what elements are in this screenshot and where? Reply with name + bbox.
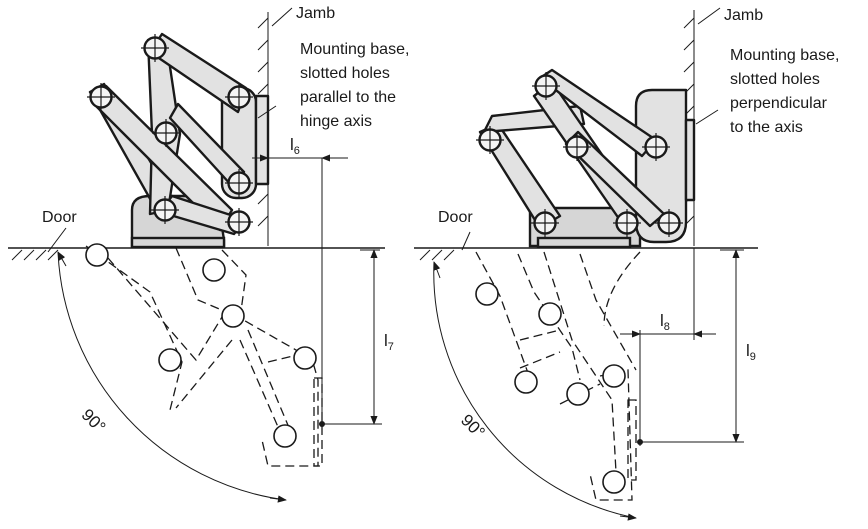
- left-jamb-label: Jamb: [296, 5, 335, 22]
- left-base-label-1: Mounting base,: [300, 41, 409, 58]
- left-base-label-3: parallel to the: [300, 89, 396, 106]
- right-angle-label: 90°: [457, 411, 489, 443]
- right-dim-l9: l9: [637, 249, 756, 445]
- right-dim-l8-index: 8: [664, 321, 670, 333]
- right-hinge-closed: [474, 68, 696, 249]
- left-dim-l6-index: 6: [294, 145, 300, 157]
- left-jamb-leader: [271, 7, 293, 27]
- left-base-leader: [257, 105, 277, 119]
- right-door-line: [414, 247, 758, 261]
- left-base-label-4: hinge axis: [300, 113, 372, 130]
- right-dim-l9-letter: l: [746, 341, 750, 360]
- left-open-position: [85, 243, 323, 467]
- right-view: Jamb Mounting base, slotted holes perpen…: [414, 7, 839, 521]
- left-dim-l6: l6: [252, 135, 348, 430]
- right-base-label-4: to the axis: [730, 119, 803, 136]
- left-angle-arc: 90°: [57, 251, 287, 503]
- right-base-leader: [695, 109, 719, 125]
- left-door-leader: [47, 227, 67, 253]
- svg-text:l6: l6: [290, 135, 300, 157]
- right-dim-l9-index: 9: [750, 351, 756, 363]
- right-open-position: [475, 251, 641, 501]
- svg-text:l7: l7: [384, 331, 394, 353]
- left-door-line: [8, 247, 385, 261]
- right-base-label-2: slotted holes: [730, 71, 820, 88]
- left-view: Jamb Mounting base, slotted holes parall…: [8, 5, 409, 503]
- left-dim-l6-letter: l: [290, 135, 294, 154]
- svg-text:l8: l8: [660, 311, 670, 333]
- left-angle-label: 90°: [78, 405, 110, 437]
- left-door-label: Door: [42, 209, 77, 226]
- left-hinge-closed: [85, 32, 270, 249]
- right-dim-l8: l8: [620, 248, 716, 446]
- left-dim-l7-letter: l: [384, 331, 388, 350]
- right-base-label-1: Mounting base,: [730, 47, 839, 64]
- right-door-label: Door: [438, 209, 473, 226]
- right-jamb-label: Jamb: [724, 7, 763, 24]
- right-dim-l8-letter: l: [660, 311, 664, 330]
- svg-text:l9: l9: [746, 341, 756, 363]
- right-jamb-leader: [697, 7, 721, 25]
- right-base-label-3: perpendicular: [730, 95, 828, 112]
- right-door-leader: [461, 231, 471, 251]
- left-dim-l7: l7: [319, 249, 394, 427]
- left-dim-l7-index: 7: [388, 341, 394, 353]
- left-base-label-2: slotted holes: [300, 65, 390, 82]
